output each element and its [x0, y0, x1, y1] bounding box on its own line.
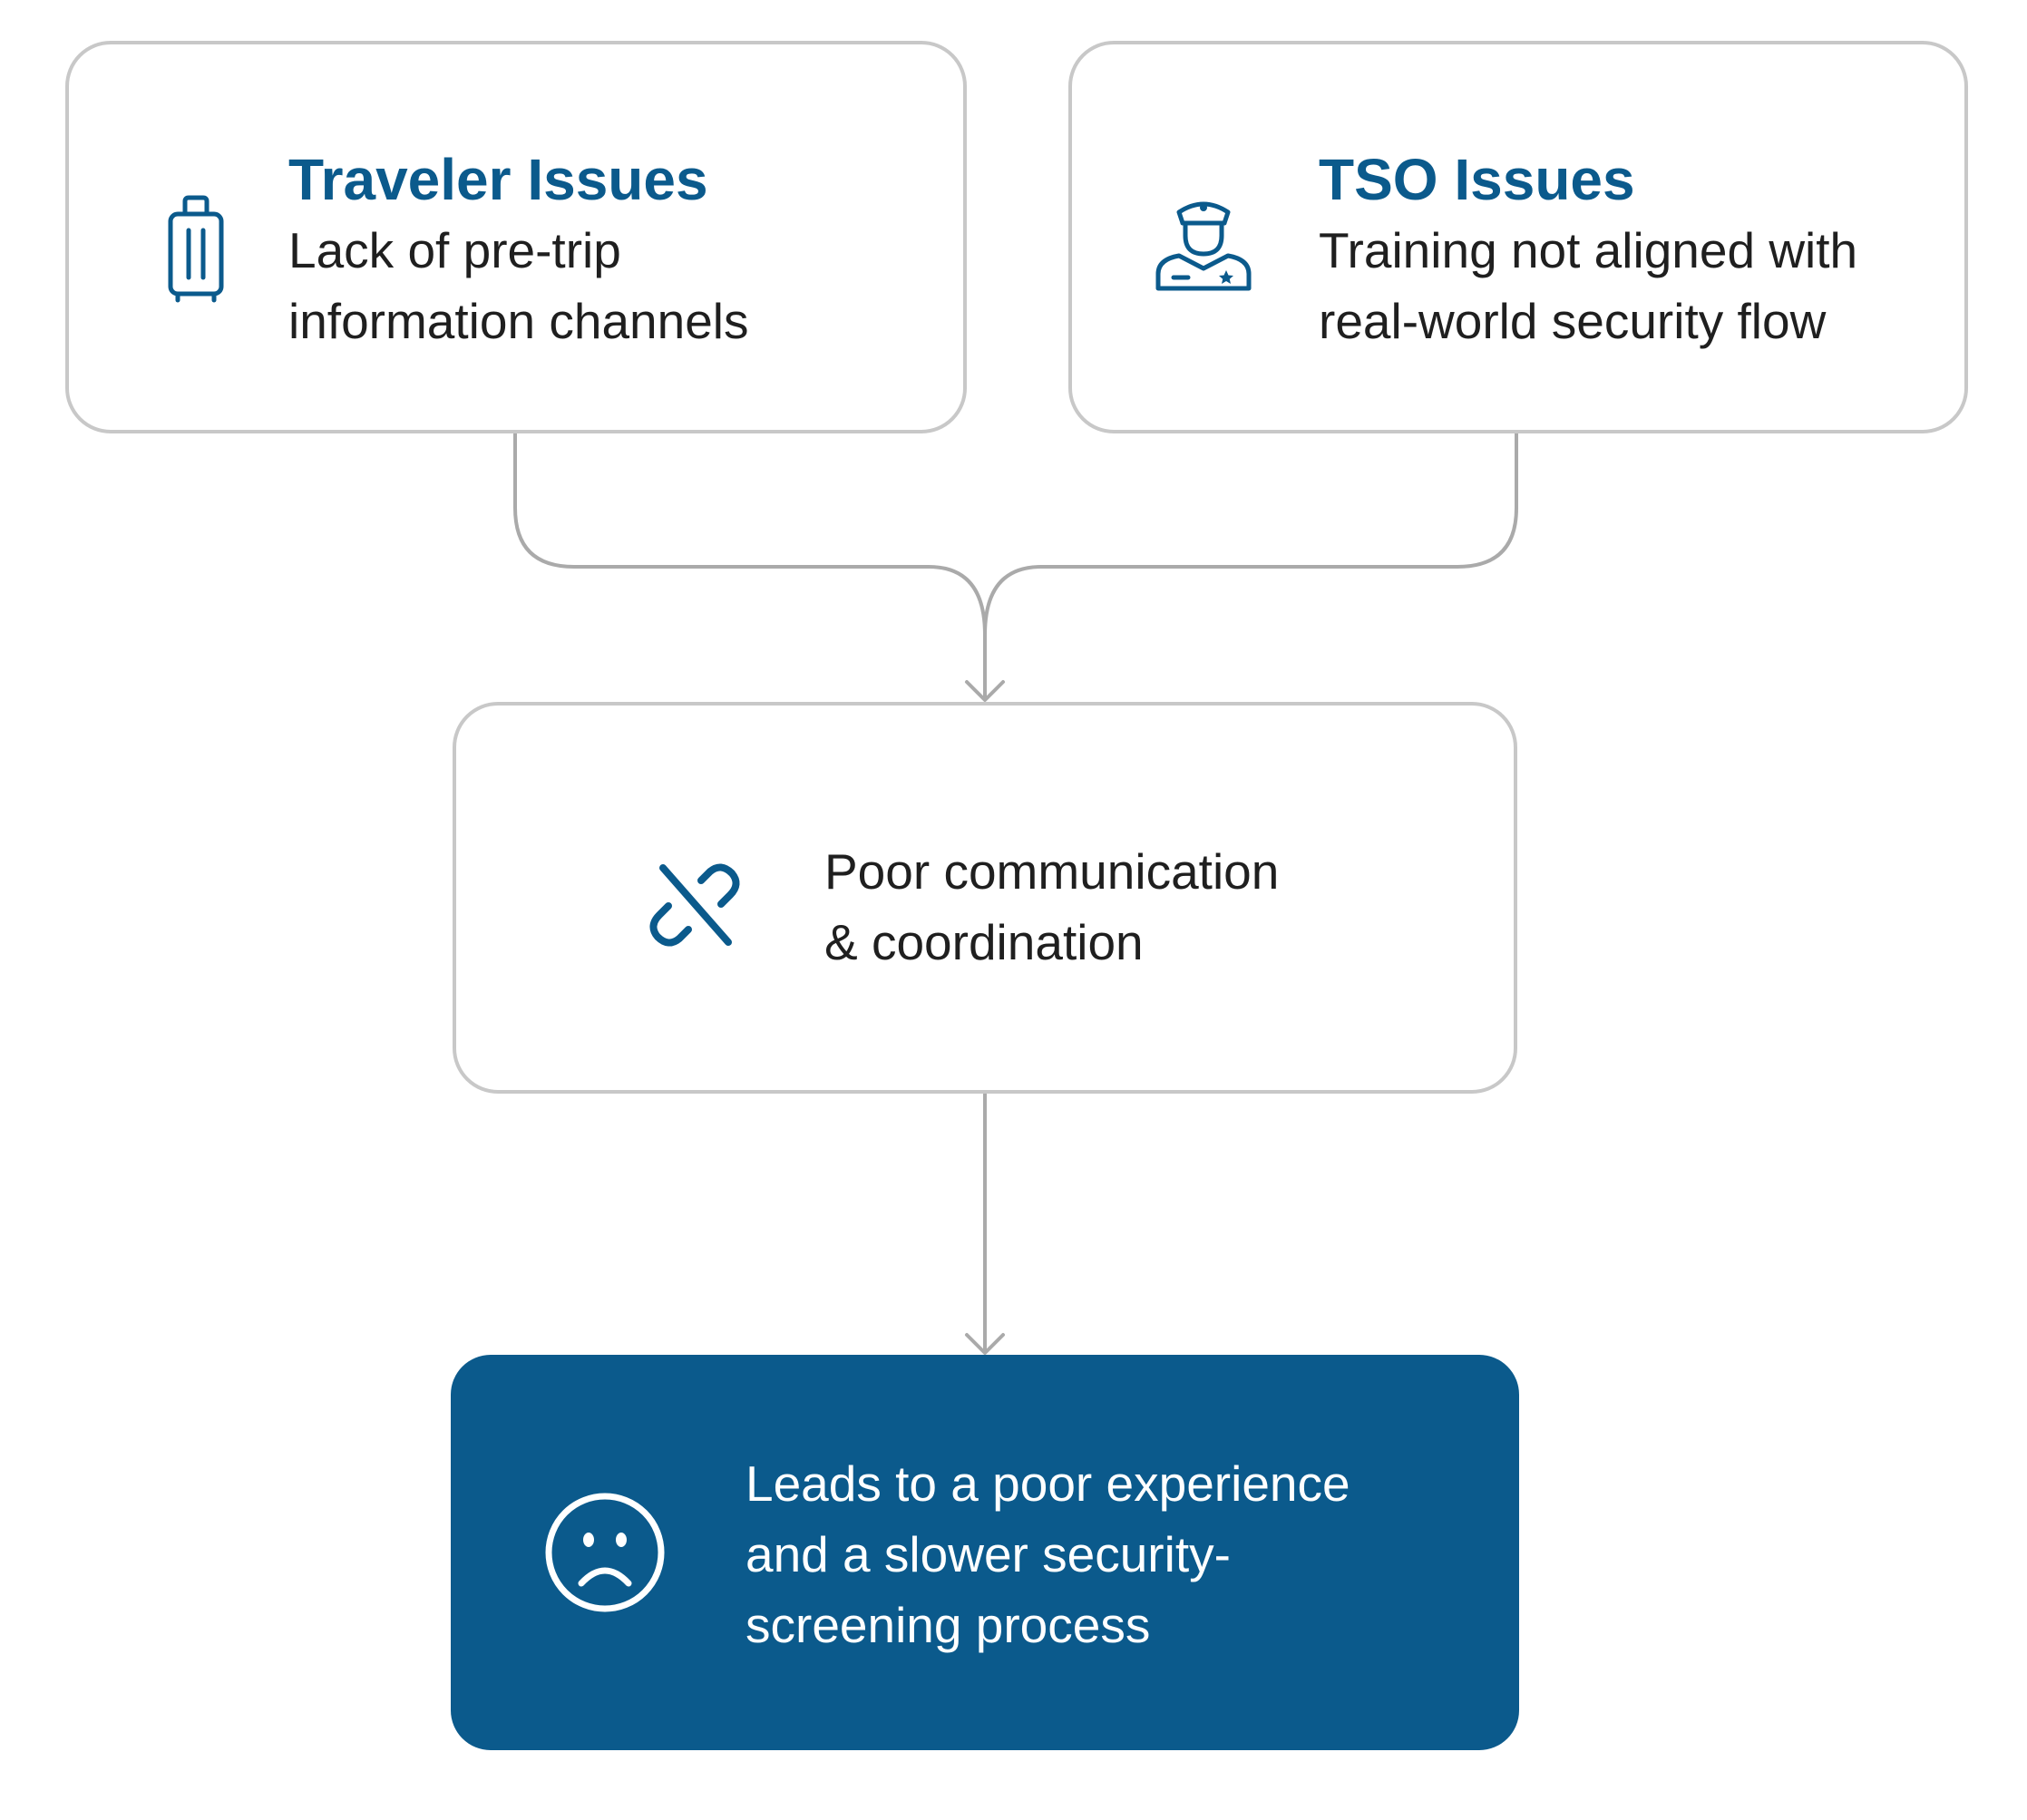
security-officer-icon: [1154, 194, 1253, 294]
traveler-issues-card: Traveler Issues Lack of pre-trip informa…: [65, 41, 967, 433]
connector-tso-to-communication: [983, 432, 1518, 700]
outcome-card: Leads to a poor experience and a slower …: [451, 1355, 1519, 1750]
traveler-issues-line-1: Lack of pre-trip: [288, 222, 621, 278]
outcome-line-1: Leads to a poor experience: [746, 1455, 1350, 1512]
tso-issues-title: TSO Issues: [1319, 147, 1635, 212]
arrowhead-communication: [965, 680, 1005, 702]
broken-link-icon: [645, 855, 745, 955]
traveler-issues-text: Traveler Issues Lack of pre-trip informa…: [288, 144, 749, 356]
traveler-issues-title: Traveler Issues: [288, 147, 708, 212]
outcome-text: Leads to a poor experience and a slower …: [746, 1448, 1350, 1660]
communication-line-2: & coordination: [824, 914, 1144, 970]
traveler-issues-line-2: information channels: [288, 293, 749, 349]
tso-issues-line-1: Training not aligned with: [1319, 222, 1858, 278]
connector-traveler-to-communication: [513, 432, 987, 700]
sad-face-icon: [543, 1491, 667, 1614]
communication-text: Poor communication & coordination: [824, 836, 1279, 978]
tso-issues-line-2: real-world security flow: [1319, 293, 1827, 349]
tso-issues-card: TSO Issues Training not aligned with rea…: [1068, 41, 1968, 433]
suitcase-icon: [151, 194, 241, 312]
tso-issues-text: TSO Issues Training not aligned with rea…: [1319, 144, 1857, 356]
communication-line-1: Poor communication: [824, 843, 1280, 900]
outcome-line-3: screening process: [746, 1597, 1151, 1653]
arrowhead-outcome: [965, 1333, 1005, 1355]
communication-card: Poor communication & coordination: [453, 702, 1517, 1094]
outcome-line-2: and a slower security-: [746, 1526, 1231, 1582]
